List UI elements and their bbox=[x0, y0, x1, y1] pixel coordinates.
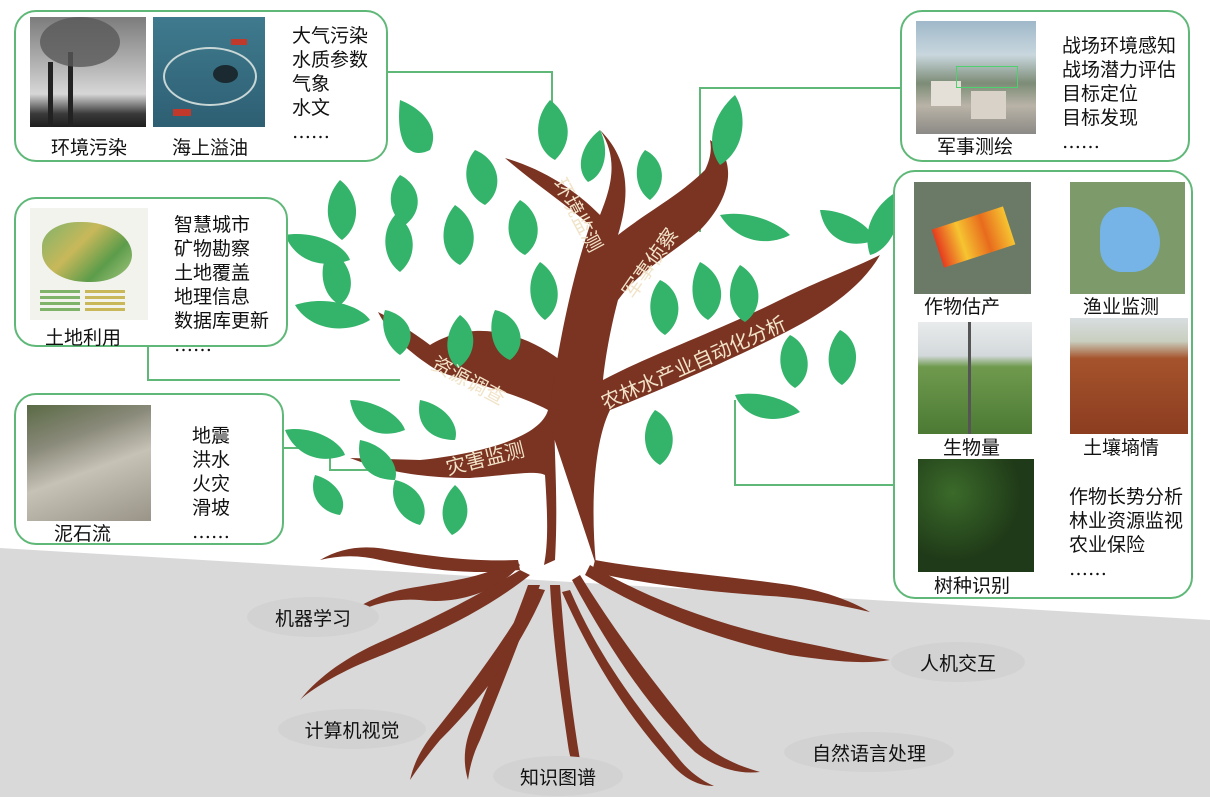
tree-trunk bbox=[300, 130, 890, 790]
disaster-item: 滑坡 bbox=[192, 497, 231, 519]
agri-caption-fishery: 渔业监测 bbox=[1083, 296, 1160, 318]
agri-item: 农业保险 bbox=[1069, 534, 1146, 556]
debris-flow-photo bbox=[27, 405, 151, 521]
disaster-item: 洪水 bbox=[192, 449, 231, 471]
agri-items: 作物长势分析 林业资源监视 农业保险 …… bbox=[1069, 485, 1183, 581]
agri-caption-biomass: 生物量 bbox=[943, 437, 1001, 459]
agri-caption-crop: 作物估产 bbox=[924, 296, 1001, 318]
land-items: 智慧城市 矿物勘察 土地覆盖 地理信息 数据库更新 …… bbox=[174, 213, 269, 357]
disaster-item: 火灾 bbox=[192, 473, 231, 495]
disaster-item: …… bbox=[192, 521, 230, 543]
agri-item: 作物长势分析 bbox=[1069, 486, 1184, 508]
root-tag-knowledge-graph: 知识图谱 bbox=[493, 756, 623, 796]
crop-yield-photo bbox=[914, 182, 1031, 294]
military-item: …… bbox=[1062, 131, 1100, 153]
military-mapping-photo bbox=[916, 21, 1036, 134]
military-item: 目标发现 bbox=[1062, 107, 1139, 129]
land-item: 土地覆盖 bbox=[174, 262, 251, 284]
land-item: 智慧城市 bbox=[174, 214, 251, 236]
agri-item: 林业资源监视 bbox=[1069, 510, 1184, 532]
land-item: 矿物勘察 bbox=[174, 238, 251, 260]
military-item: 目标定位 bbox=[1062, 83, 1139, 105]
fishery-photo bbox=[1070, 182, 1185, 294]
env-item: 气象 bbox=[292, 73, 331, 95]
military-items: 战场环境感知 战场潜力评估 目标定位 目标发现 …… bbox=[1062, 34, 1176, 154]
land-item: 地理信息 bbox=[174, 286, 251, 308]
root-tag-machine-learning: 机器学习 bbox=[247, 597, 379, 637]
root-tag-computer-vision: 计算机视觉 bbox=[278, 709, 426, 749]
env-items: 大气污染 水质参数 气象 水文 …… bbox=[292, 24, 368, 144]
land-item: 数据库更新 bbox=[174, 310, 270, 332]
oil-spill-photo bbox=[153, 17, 265, 127]
land-item: …… bbox=[174, 334, 212, 356]
soil-moisture-photo bbox=[1070, 318, 1188, 434]
disaster-caption: 泥石流 bbox=[54, 523, 112, 545]
land-use-map bbox=[30, 208, 148, 320]
biomass-photo bbox=[918, 322, 1032, 434]
land-caption: 土地利用 bbox=[45, 327, 122, 349]
military-caption: 军事测绘 bbox=[937, 136, 1014, 158]
smokestack-photo bbox=[30, 17, 146, 127]
disaster-item: 地震 bbox=[192, 425, 231, 447]
root-tag-nlp: 自然语言处理 bbox=[784, 732, 954, 772]
agri-caption-species: 树种识别 bbox=[934, 575, 1011, 597]
agri-item: …… bbox=[1069, 558, 1107, 580]
agri-caption-soil: 土壤墒情 bbox=[1083, 437, 1160, 459]
military-item: 战场潜力评估 bbox=[1062, 59, 1177, 81]
env-pic2-caption: 海上溢油 bbox=[172, 137, 249, 159]
tree-species-photo bbox=[918, 459, 1034, 572]
env-item: …… bbox=[292, 121, 330, 143]
military-item: 战场环境感知 bbox=[1062, 35, 1177, 57]
env-pic1-caption: 环境污染 bbox=[51, 137, 128, 159]
disaster-items: 地震 洪水 火灾 滑坡 …… bbox=[192, 424, 230, 544]
env-item: 水质参数 bbox=[292, 49, 369, 71]
env-item: 大气污染 bbox=[292, 25, 369, 47]
root-tag-hci: 人机交互 bbox=[891, 642, 1025, 682]
env-item: 水文 bbox=[292, 97, 331, 119]
tree-leaves bbox=[285, 95, 901, 535]
